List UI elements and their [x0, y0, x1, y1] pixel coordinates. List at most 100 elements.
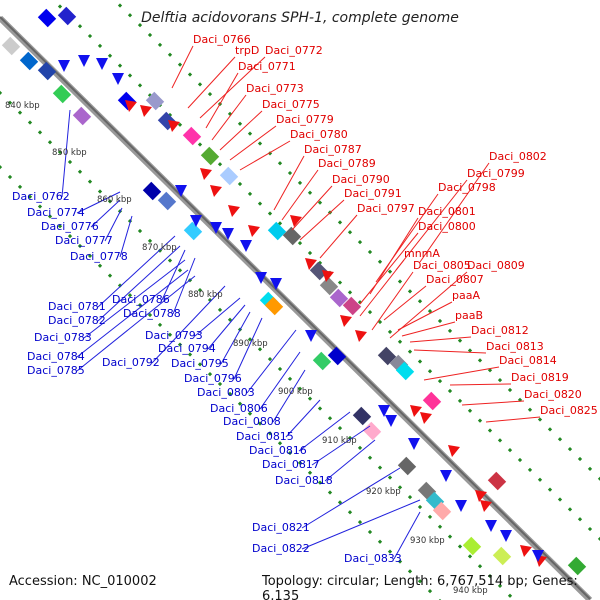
gc-dot — [0, 165, 3, 170]
gc-dot — [397, 339, 403, 344]
gc-dot — [287, 376, 293, 381]
gc-dot — [497, 438, 503, 443]
gc-dot — [277, 441, 283, 446]
leader-line-blue — [233, 317, 263, 380]
gc-dot — [197, 362, 203, 367]
gene-label-blue: Daci_0785 — [27, 364, 85, 377]
gc-dot — [227, 391, 233, 397]
gene-label-blue: Daci_0818 — [275, 474, 333, 487]
gc-dot — [267, 211, 273, 216]
gene-arrow-forward — [305, 258, 317, 270]
gc-dot — [287, 170, 293, 176]
leader-line-red — [187, 56, 236, 109]
gene-arrow-reverse — [270, 278, 282, 290]
gc-dot — [217, 307, 223, 312]
gene-arrow-reverse — [240, 240, 252, 252]
gc-dot — [567, 447, 573, 452]
accession-text: Accession: NC_010002 — [9, 574, 157, 589]
gc-dot — [327, 416, 333, 421]
gene-arrow-forward — [140, 105, 152, 117]
gene-arrow-reverse — [500, 530, 512, 542]
gc-dot — [407, 495, 413, 500]
kbp-label: 890 kbp — [233, 339, 268, 349]
gene-label-blue: Daci_0783 — [34, 331, 92, 344]
gene-arrow-reverse — [175, 185, 187, 197]
gene-arrow-reverse — [305, 330, 317, 342]
gene-arrow-forward — [340, 315, 352, 327]
gc-dot — [317, 480, 323, 485]
gc-dot — [577, 517, 583, 522]
gene-label-blue: Daci_0796 — [184, 372, 242, 385]
gc-dot — [197, 142, 203, 147]
gc-dot — [377, 465, 383, 470]
kbp-label: 940 kbp — [453, 586, 488, 596]
gene-arrow-forward — [448, 445, 460, 457]
gc-dot — [367, 249, 373, 255]
gene-label-blue: Daci_0786 — [112, 293, 170, 306]
leader-line-blue — [393, 511, 421, 560]
gene-features — [1, 6, 587, 576]
gene-arrow-reverse — [255, 272, 267, 284]
gene-label-red: Daci_0780 — [290, 128, 348, 141]
gc-dot — [547, 487, 553, 492]
gc-dot — [17, 110, 23, 115]
gene-label-blue: Daci_0788 — [123, 307, 181, 320]
kbp-label: 870 kbp — [142, 243, 177, 253]
gene-label-red: Daci_0773 — [246, 82, 304, 95]
gc-dot-tracks — [0, 3, 600, 600]
gene-arrow-forward — [248, 225, 260, 237]
leader-line-blue — [220, 311, 251, 365]
gene-block — [19, 51, 39, 71]
gene-block — [422, 391, 442, 411]
gene-label-blue: Daci_0793 — [145, 329, 203, 342]
kbp-label: 910 kbp — [322, 436, 357, 446]
gc-dot — [587, 526, 593, 532]
gene-block — [352, 406, 372, 426]
leader-line-blue — [90, 199, 121, 228]
gene-arrow-reverse — [210, 222, 222, 234]
gc-dot — [247, 337, 253, 342]
gc-dot — [307, 396, 313, 401]
gc-dot — [537, 477, 543, 482]
gene-block — [219, 166, 239, 186]
gc-dot — [127, 13, 133, 18]
gene-block — [145, 91, 165, 111]
gc-dot — [287, 450, 293, 456]
gene-block — [342, 296, 362, 316]
leader-line-blue — [161, 249, 186, 301]
gene-arrow-reverse — [532, 550, 544, 562]
gc-dot — [257, 201, 263, 206]
gene-arrow-forward — [420, 412, 432, 424]
gc-dot — [197, 287, 203, 293]
leader-line-red — [359, 232, 419, 305]
leader-line-red — [281, 169, 319, 221]
gene-block — [267, 221, 287, 241]
leader-line-red — [383, 285, 427, 321]
gene-arrow-forward — [520, 545, 532, 557]
gc-dot — [427, 308, 433, 314]
gc-dot — [347, 230, 353, 235]
gene-label-blue: Daci_0803 — [197, 386, 255, 399]
gene-label-blue: Daci_0806 — [210, 402, 268, 415]
gene-label-blue: Daci_0778 — [70, 250, 128, 263]
gc-dot — [307, 250, 313, 256]
leader-line-red — [461, 400, 525, 406]
gc-dot — [517, 457, 523, 463]
leader-line-red — [413, 349, 487, 354]
gc-dot — [87, 33, 93, 39]
leader-line-red — [409, 336, 472, 343]
gene-label-blue: Daci_0821 — [252, 521, 310, 534]
gc-dot — [387, 475, 393, 480]
gene-block — [462, 536, 482, 556]
gene-block — [309, 261, 329, 281]
gene-label-red: Daci_0813 — [486, 340, 544, 353]
gc-dot — [417, 299, 423, 304]
gc-dot — [147, 238, 153, 243]
gene-label-blue: Daci_0782 — [48, 314, 106, 327]
gc-dot — [237, 121, 243, 126]
gc-dot — [457, 338, 463, 343]
gc-dot — [267, 357, 273, 362]
gc-dot — [217, 381, 223, 387]
